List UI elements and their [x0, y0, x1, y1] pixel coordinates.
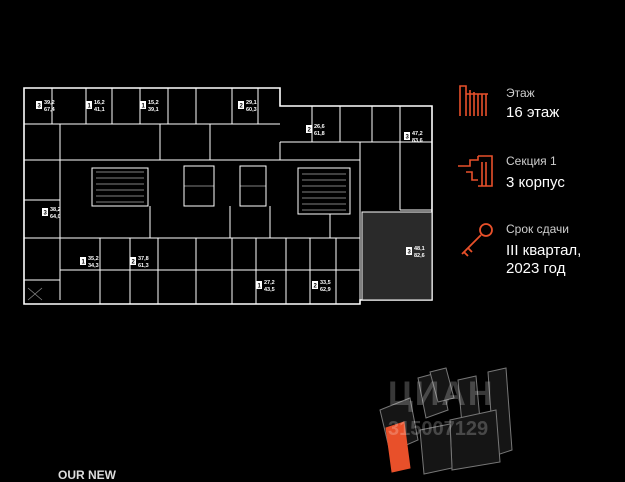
svg-text:61,3: 61,3	[138, 263, 149, 269]
highlighted-unit[interactable]	[361, 211, 433, 301]
svg-text:15,2: 15,2	[148, 100, 159, 106]
floor-icon	[459, 85, 488, 116]
unit-u2[interactable]: 1 16,2 41,1	[86, 100, 105, 113]
unit-u9[interactable]: 2 37,8 61,3	[130, 256, 149, 269]
svg-text:1: 1	[258, 284, 262, 290]
svg-text:60,3: 60,3	[246, 107, 257, 113]
floor-label: Этаж	[506, 86, 535, 100]
svg-text:62,9: 62,9	[320, 287, 331, 293]
svg-text:64,0: 64,0	[50, 214, 61, 220]
section-label: Секция 1	[506, 154, 557, 168]
unit-u6[interactable]: 3 47,2 83,6	[404, 131, 423, 144]
key-icon	[461, 223, 493, 257]
svg-text:16,2: 16,2	[94, 100, 105, 106]
svg-text:39,1: 39,1	[148, 107, 159, 113]
svg-text:33,5: 33,5	[320, 280, 331, 286]
unit-u5[interactable]: 2 26,6 61,8	[306, 124, 325, 137]
floor-value: 16 этаж	[506, 104, 560, 121]
svg-text:83,6: 83,6	[412, 138, 423, 144]
watermark-phone: 315007129	[388, 418, 489, 440]
svg-text:1: 1	[142, 104, 146, 110]
unit-u7[interactable]: 3 38,2 64,0	[42, 207, 61, 220]
unit-u3[interactable]: 1 15,2 39,1	[140, 100, 159, 113]
svg-text:39,2: 39,2	[44, 100, 55, 106]
unit-u12[interactable]: 3 48,1 82,6	[406, 246, 425, 259]
footer-brand: OUR NEW	[58, 468, 116, 482]
compass-icon	[27, 287, 43, 301]
unit-u1[interactable]: 3 39,2 67,4	[36, 100, 56, 113]
svg-text:61,8: 61,8	[314, 131, 325, 137]
svg-text:82,6: 82,6	[414, 253, 425, 259]
watermark-brand: ЦИАН	[388, 375, 495, 413]
svg-text:2: 2	[314, 284, 318, 290]
delivery-info: Срок сдачи III квартал, 2023 год	[456, 220, 616, 290]
unit-u10[interactable]: 1 27,2 43,5	[256, 280, 275, 293]
svg-text:38,2: 38,2	[50, 207, 61, 213]
svg-text:26,6: 26,6	[314, 124, 325, 130]
delivery-label: Срок сдачи	[506, 222, 569, 236]
unit-u8[interactable]: 1 35,2 34,3	[80, 256, 99, 269]
section-info: Секция 1 3 корпус	[456, 150, 616, 210]
svg-text:2: 2	[132, 260, 136, 266]
svg-text:48,1: 48,1	[414, 246, 425, 252]
building-minimap	[379, 367, 513, 475]
section-icon	[458, 155, 493, 187]
svg-text:34,3: 34,3	[88, 263, 99, 269]
svg-text:47,2: 47,2	[412, 131, 423, 137]
svg-text:35,2: 35,2	[88, 256, 99, 262]
svg-text:3: 3	[408, 250, 412, 256]
floor-info: Этаж 16 этаж	[456, 80, 616, 140]
svg-text:43,5: 43,5	[264, 287, 275, 293]
unit-u11[interactable]: 2 33,5 62,9	[312, 280, 331, 293]
svg-text:2: 2	[308, 128, 312, 134]
svg-text:3: 3	[38, 104, 42, 110]
svg-text:67,4: 67,4	[44, 107, 56, 113]
svg-text:41,1: 41,1	[94, 107, 105, 113]
svg-text:29,1: 29,1	[246, 100, 257, 106]
svg-text:2: 2	[240, 104, 244, 110]
unit-u4[interactable]: 2 29,1 60,3	[238, 100, 257, 113]
svg-text:1: 1	[88, 104, 92, 110]
svg-text:37,8: 37,8	[138, 256, 149, 262]
svg-text:3: 3	[406, 135, 410, 141]
delivery-value-line2: 2023 год	[506, 260, 566, 277]
svg-text:27,2: 27,2	[264, 280, 275, 286]
svg-text:1: 1	[82, 260, 86, 266]
delivery-value-line1: III квартал,	[506, 242, 582, 259]
section-value: 3 корпус	[506, 174, 565, 191]
svg-text:3: 3	[44, 211, 48, 217]
